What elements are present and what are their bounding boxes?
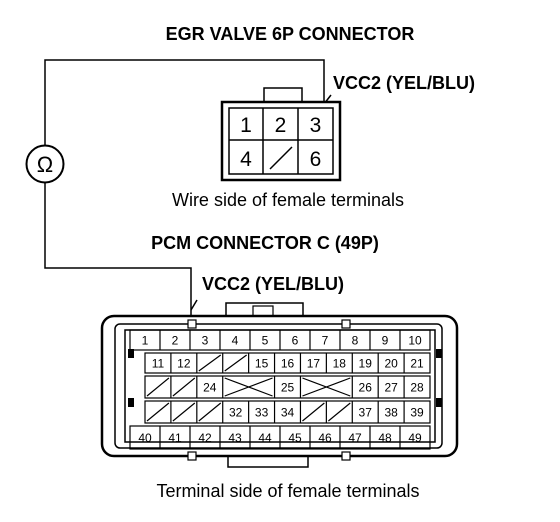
pcm-caption: Terminal side of female terminals (156, 481, 419, 501)
egr-pin-label: 2 (275, 114, 287, 137)
pcm-pin-label: 42 (198, 431, 212, 445)
pcm-pin-label: 1 (142, 334, 149, 348)
pcm-pin-label: 46 (318, 431, 332, 445)
pcm-connector-title: PCM CONNECTOR C (49P) (151, 233, 379, 253)
pcm-pin-label: 47 (348, 431, 362, 445)
ohmmeter: Ω (25, 144, 65, 184)
pcm-pin-label: 6 (292, 334, 299, 348)
pcm-pin-label: 33 (255, 406, 269, 420)
pcm-pin-label: 45 (288, 431, 302, 445)
pcm-row2 (144, 352, 431, 374)
pcm-row3 (144, 375, 431, 399)
empty-cavity-slash (198, 402, 222, 422)
empty-cavity-slash (146, 402, 170, 422)
egr-empty-cavity-slash (269, 146, 293, 170)
pcm-pin-label: 37 (359, 406, 373, 420)
pcm-pin-label: 32 (229, 406, 243, 420)
blocked-cavity-x (224, 377, 273, 397)
pcm-pin-label: 12 (177, 357, 191, 371)
egr-pin-label: 1 (240, 114, 252, 137)
pcm-pin-label: 18 (333, 357, 347, 371)
pcm-pin-label: 11 (152, 357, 165, 371)
pcm-pin-label: 20 (384, 357, 398, 371)
pcm-pin-label: 7 (322, 334, 329, 348)
pcm-pin-label: 26 (359, 381, 373, 395)
test-lead-wires (44, 59, 332, 318)
pcm-pin-label: 44 (258, 431, 272, 445)
pcm-pin-label: 41 (168, 431, 182, 445)
pcm-wire-label: VCC2 (YEL/BLU) (202, 274, 344, 294)
pcm-pin-label: 43 (228, 431, 242, 445)
empty-cavity-slash (172, 402, 196, 422)
pcm-pin-label: 15 (255, 357, 269, 371)
pcm-housing (100, 314, 459, 458)
egr-caption: Wire side of female terminals (172, 190, 404, 210)
egr-housing (220, 100, 342, 182)
pcm-pin-label: 49 (408, 431, 422, 445)
egr-pin-label: 6 (310, 148, 322, 171)
ohm-icon: Ω (37, 152, 53, 177)
pcm-pin-label: 48 (378, 431, 392, 445)
pcm-pin-label: 21 (410, 357, 424, 371)
egr-pin-label: 3 (310, 114, 322, 137)
pcm-pin-label: 24 (203, 381, 217, 395)
egr-latch (263, 87, 303, 103)
empty-cavity-slash (146, 377, 170, 397)
pcm-pin-label: 28 (410, 381, 424, 395)
pcm-pin-label: 39 (410, 406, 424, 420)
egr-wire-label: VCC2 (YEL/BLU) (333, 73, 475, 93)
empty-cavity-slash (224, 354, 247, 372)
pcm-pin-label: 16 (281, 357, 295, 371)
pcm-pin-label: 3 (202, 334, 209, 348)
pcm-pin-label: 10 (408, 334, 422, 348)
pcm-pin-label: 27 (384, 381, 398, 395)
ohmmeter-circle (25, 144, 65, 184)
empty-cavity-slash (302, 402, 325, 422)
pcm-pin-label: 4 (232, 334, 239, 348)
pcm-pin-label: 2 (172, 334, 179, 348)
pcm-row4 (144, 400, 431, 424)
pcm-pin-label: 25 (281, 381, 295, 395)
egr-pin-label: 4 (240, 148, 252, 171)
pcm-pin-label: 17 (307, 357, 321, 371)
empty-cavity-slash (327, 402, 351, 422)
pcm-pin-label: 40 (138, 431, 152, 445)
pcm-pin-label: 38 (384, 406, 398, 420)
empty-cavity-slash (198, 354, 222, 372)
pcm-pin-label: 34 (281, 406, 295, 420)
pcm-pin-label: 8 (352, 334, 359, 348)
blocked-cavity-x (302, 377, 351, 397)
egr-connector-title: EGR VALVE 6P CONNECTOR (166, 24, 415, 44)
empty-cavity-slash (172, 377, 196, 397)
pcm-pin-label: 5 (262, 334, 269, 348)
pcm-pin-label: 19 (359, 357, 373, 371)
pcm-pin-label: 9 (382, 334, 389, 348)
